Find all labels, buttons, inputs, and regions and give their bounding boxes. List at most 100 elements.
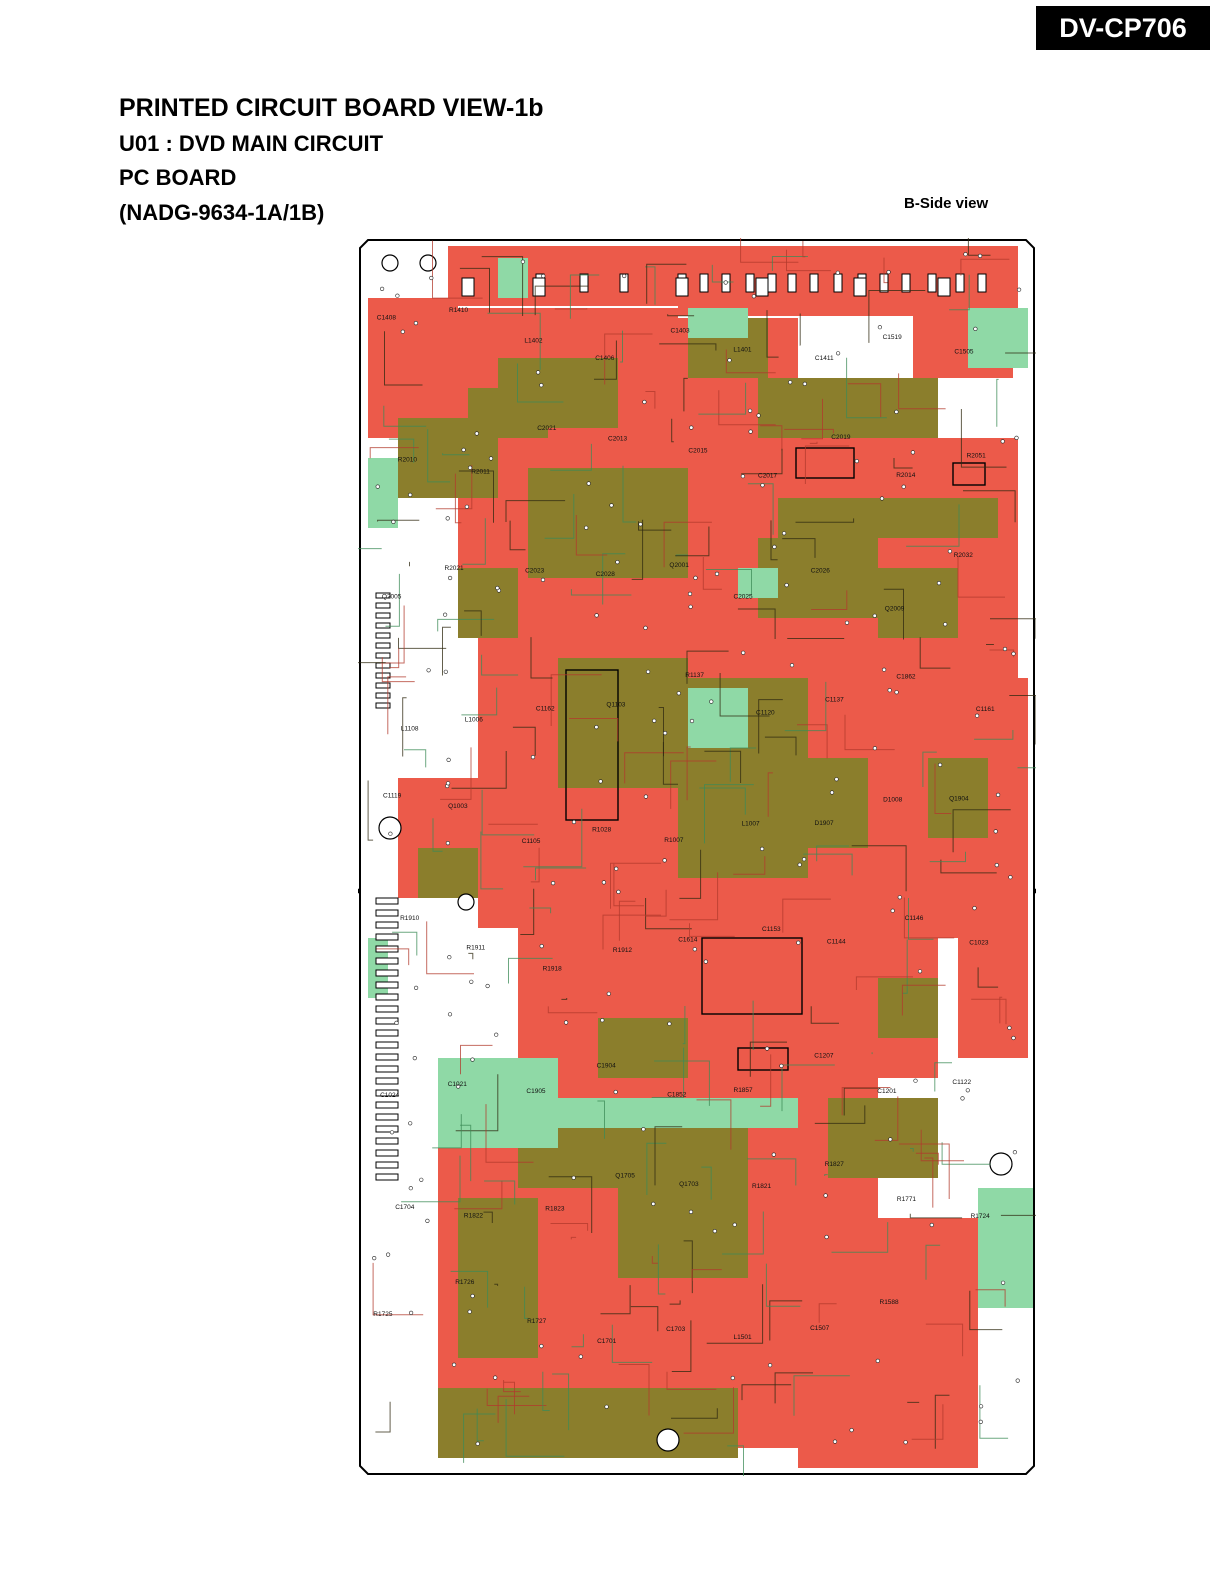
via bbox=[408, 1186, 413, 1191]
component-label: Q2001 bbox=[669, 562, 689, 569]
component-label: Q1103 bbox=[606, 701, 625, 708]
connector-pad bbox=[853, 277, 867, 297]
pcb-trace bbox=[618, 900, 636, 941]
pcb-trace bbox=[542, 1371, 550, 1411]
pcb-trace bbox=[460, 1124, 472, 1182]
component-label: Q2005 bbox=[382, 594, 402, 601]
pcb-trace bbox=[437, 618, 495, 632]
connector-pad bbox=[375, 642, 391, 649]
via bbox=[470, 1057, 475, 1062]
component-label: R2014 bbox=[896, 472, 916, 479]
pcb-trace bbox=[402, 697, 407, 757]
ic-chip bbox=[737, 1047, 789, 1071]
via bbox=[929, 1222, 934, 1228]
component-label: D1907 bbox=[815, 820, 835, 827]
via bbox=[676, 691, 681, 696]
view-side-label: B-Side view bbox=[904, 195, 989, 212]
via bbox=[835, 270, 840, 275]
via bbox=[872, 613, 877, 618]
connector-pad bbox=[375, 702, 391, 709]
component-label: C1161 bbox=[976, 706, 995, 713]
pcb-trace bbox=[459, 267, 490, 313]
pcb-trace bbox=[530, 847, 540, 883]
via bbox=[748, 429, 753, 434]
pcb-trace bbox=[442, 453, 470, 456]
pcb-trace bbox=[975, 1289, 1006, 1307]
connector-pad bbox=[375, 993, 399, 1001]
connector-pad bbox=[833, 273, 843, 293]
pcb-trace bbox=[963, 490, 1016, 523]
via bbox=[751, 294, 757, 299]
component-label: C1137 bbox=[825, 696, 844, 703]
pcb-trace bbox=[552, 1373, 570, 1431]
via bbox=[447, 1012, 453, 1017]
pcb-trace bbox=[767, 772, 773, 817]
via bbox=[1000, 1280, 1006, 1285]
pcb-trace bbox=[843, 1087, 880, 1116]
pcb-trace bbox=[486, 1388, 547, 1406]
connector-pad bbox=[375, 1017, 399, 1025]
via bbox=[937, 762, 943, 768]
via bbox=[425, 1218, 430, 1224]
via bbox=[772, 544, 777, 550]
via bbox=[389, 1130, 395, 1135]
connector-pad bbox=[375, 909, 399, 917]
connector-pad bbox=[375, 612, 391, 619]
pcb-trace bbox=[691, 1269, 722, 1281]
pcb-trace bbox=[570, 1236, 577, 1240]
pcb-trace bbox=[868, 290, 926, 343]
component-label: C2026 bbox=[811, 568, 831, 575]
pcb-trace bbox=[671, 1320, 692, 1372]
component-label: C2015 bbox=[688, 447, 708, 454]
pcb-trace bbox=[929, 851, 966, 863]
via bbox=[594, 725, 599, 730]
connector-pad bbox=[375, 592, 391, 599]
component-label: R1727 bbox=[527, 1318, 547, 1325]
pcb-trace bbox=[770, 520, 778, 561]
pcb-trace bbox=[377, 519, 420, 522]
via bbox=[903, 1440, 908, 1445]
component-label: C1120 bbox=[756, 709, 775, 716]
pcb-trace bbox=[925, 1323, 964, 1357]
component-label: C1411 bbox=[815, 355, 834, 362]
pcb-trace bbox=[765, 1263, 801, 1307]
pcb-trace bbox=[464, 610, 482, 636]
pcb-trace bbox=[663, 521, 712, 568]
via bbox=[789, 663, 795, 668]
pcb-trace bbox=[967, 238, 991, 256]
pcb-trace bbox=[570, 589, 632, 596]
component-label: L1401 bbox=[733, 347, 751, 354]
component-label: L1006 bbox=[465, 717, 483, 724]
connector-pad bbox=[375, 933, 399, 941]
component-label: C1403 bbox=[671, 328, 691, 335]
connector-pad bbox=[767, 273, 777, 293]
via bbox=[829, 790, 835, 795]
component-label: C1852 bbox=[667, 1091, 687, 1098]
via bbox=[429, 275, 434, 281]
pcb-trace bbox=[571, 1334, 584, 1348]
via bbox=[609, 503, 614, 508]
pcb-trace bbox=[949, 274, 970, 311]
via bbox=[412, 1055, 417, 1061]
component-label: C1406 bbox=[595, 355, 615, 362]
pcb-trace bbox=[392, 931, 418, 956]
component-label: Q1703 bbox=[679, 1181, 699, 1188]
pcb-trace bbox=[986, 644, 994, 645]
pcb-trace bbox=[358, 548, 382, 550]
pcb-trace bbox=[1017, 767, 1036, 769]
pcb-trace bbox=[381, 657, 415, 683]
component-label: R1028 bbox=[592, 827, 612, 834]
pcb-trace bbox=[971, 998, 1007, 1025]
via bbox=[667, 1021, 672, 1026]
via bbox=[1011, 1035, 1016, 1041]
pcb-trace bbox=[550, 674, 602, 726]
via bbox=[947, 549, 953, 554]
via bbox=[849, 1427, 854, 1433]
via bbox=[643, 625, 648, 631]
pcb-trace bbox=[517, 363, 564, 403]
via bbox=[571, 1175, 576, 1180]
pcb-trace bbox=[749, 1041, 787, 1077]
pcb-trace bbox=[718, 390, 776, 426]
pcb-trace bbox=[669, 1300, 681, 1305]
